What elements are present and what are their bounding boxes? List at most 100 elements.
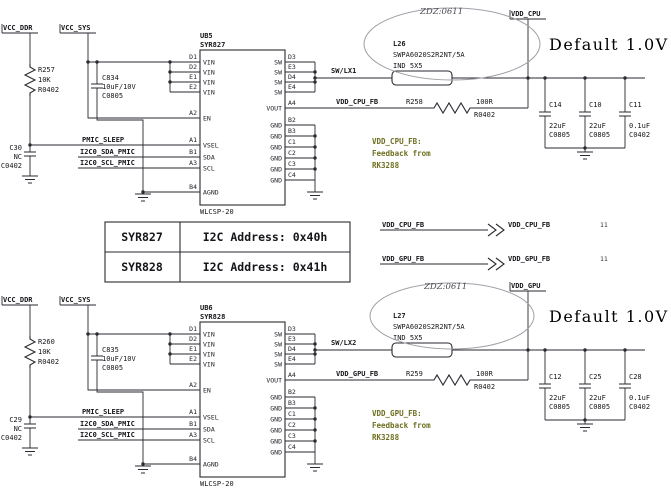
pin-name: SW <box>274 89 282 97</box>
chip-package: WLCSP-20 <box>200 480 234 488</box>
ref-des: C14 <box>549 101 562 109</box>
pin-name: GND <box>270 122 282 130</box>
offpage-connector-vdd-cpu-fb: VDD_CPU_FB VDD_CPU_FB 11 <box>380 221 608 237</box>
power-flag-vcc-ddr: VCC_DDR <box>1 296 38 306</box>
net-label-fb: VDD_GPU_FB <box>336 370 378 378</box>
footprint: C0402 <box>629 131 650 139</box>
pin-name: SW <box>274 351 282 359</box>
footprint: C0805 <box>589 403 610 411</box>
capacitor-c30: C30 NC C0402 <box>1 144 36 170</box>
power-flag-vdd-cpu: VDD_CPU <box>509 10 546 20</box>
junction-dot <box>168 70 172 74</box>
pin-number: B4 <box>189 455 197 463</box>
ref-des: R259 <box>406 370 423 378</box>
value: 100R <box>476 370 494 378</box>
value: 10uF/10V <box>102 355 137 363</box>
ref-des: C835 <box>102 346 119 354</box>
vdd-gpu-regulator-section: VCC_DDR VCC_SYS VDD_GPU R260 10K R0402 C… <box>1 282 667 488</box>
footprint: C0805 <box>549 131 570 139</box>
capacitor-icon <box>24 151 36 157</box>
pin-name: VIN <box>203 59 215 67</box>
pin-number: E2 <box>189 355 197 363</box>
net-label-pmic-sleep: PMIC_SLEEP <box>82 136 124 144</box>
junction-dot <box>86 60 90 64</box>
pin-number: E4 <box>288 83 296 91</box>
pin-number: B3 <box>288 399 296 407</box>
junction-dot <box>623 348 627 352</box>
capacitor-icon <box>91 355 103 361</box>
resistor-icon <box>430 101 472 115</box>
pin-name: VOUT <box>266 377 282 385</box>
net-label-right: VDD_CPU_FB <box>508 221 550 229</box>
pin-name: VSEL <box>203 142 219 150</box>
junction-dot <box>95 332 99 336</box>
junction-dot <box>313 348 317 352</box>
pin-number: A1 <box>189 408 197 416</box>
capacitor-c835: C835 10uF/10V C0805 <box>91 346 137 372</box>
pin-name: VIN <box>203 79 215 87</box>
pin-number: A3 <box>189 431 197 439</box>
ref-des: R257 <box>38 66 55 74</box>
note-line: VDD_CPU_FB: <box>372 137 422 146</box>
pin-number: C1 <box>288 138 296 146</box>
value: NC <box>14 153 22 161</box>
junction-dot <box>583 146 587 150</box>
pin-number: C2 <box>288 149 296 157</box>
net-label-sw: SW/LX2 <box>331 339 356 347</box>
junction-dot <box>168 60 172 64</box>
junction-dot <box>168 342 172 346</box>
junction-dot <box>526 76 530 80</box>
pin-name: VOUT <box>266 105 282 113</box>
junction-dot <box>583 418 587 422</box>
pin-number: D3 <box>288 325 296 333</box>
junction-dot <box>313 145 317 149</box>
junction-dot <box>526 348 530 352</box>
note-line: RK3288 <box>372 161 400 170</box>
junction-dot <box>583 348 587 352</box>
capacitor-icon <box>619 111 631 117</box>
pin-number: E1 <box>189 73 197 81</box>
pin-name: VIN <box>203 351 215 359</box>
review-ellipse-icon <box>369 282 535 350</box>
pin-name: AGND <box>203 189 219 197</box>
pin-name: VIN <box>203 69 215 77</box>
chip-body <box>199 49 286 206</box>
pin-number: D2 <box>189 335 197 343</box>
offpage-chevron-icon <box>487 223 505 237</box>
pin-name: EN <box>203 115 211 123</box>
pin-number: A4 <box>288 371 296 379</box>
pin-number: C3 <box>288 432 296 440</box>
wires <box>29 291 645 466</box>
capacitor-icon <box>579 111 591 117</box>
pin-number: D3 <box>288 53 296 61</box>
resistor-icon <box>430 373 472 387</box>
pin-number: B2 <box>288 388 296 396</box>
pin-number: D1 <box>189 53 197 61</box>
ref-des: L27 <box>393 312 406 320</box>
value: 10uF/10V <box>102 83 137 91</box>
pin-number: E2 <box>189 83 197 91</box>
junction-dot <box>583 76 587 80</box>
junction-dot <box>313 352 317 356</box>
junction-dot <box>543 76 547 80</box>
resistor-r260: R260 10K R0402 <box>23 336 59 368</box>
junction-dot <box>313 439 317 443</box>
junction-dot <box>168 332 172 336</box>
capacitor-c12: C12 22uF C0805 <box>539 373 570 411</box>
value: 100R <box>476 98 494 106</box>
pin-name: VIN <box>203 341 215 349</box>
value: 22uF <box>589 122 606 130</box>
junction-dot <box>313 70 317 74</box>
footprint: R0402 <box>38 86 59 94</box>
table-cell-address: I2C Address: 0x41h <box>203 260 328 274</box>
pin-name: GND <box>270 416 282 424</box>
power-flag-icon <box>1 24 38 34</box>
pin-number: C2 <box>288 421 296 429</box>
pin-name: VIN <box>203 89 215 97</box>
footprint: R0402 <box>474 111 495 119</box>
pin-number: D4 <box>288 73 296 81</box>
power-flag-icon <box>59 296 96 306</box>
capacitor-c11: C11 0.1uF C0402 <box>619 101 650 139</box>
pin-number: E4 <box>288 355 296 363</box>
